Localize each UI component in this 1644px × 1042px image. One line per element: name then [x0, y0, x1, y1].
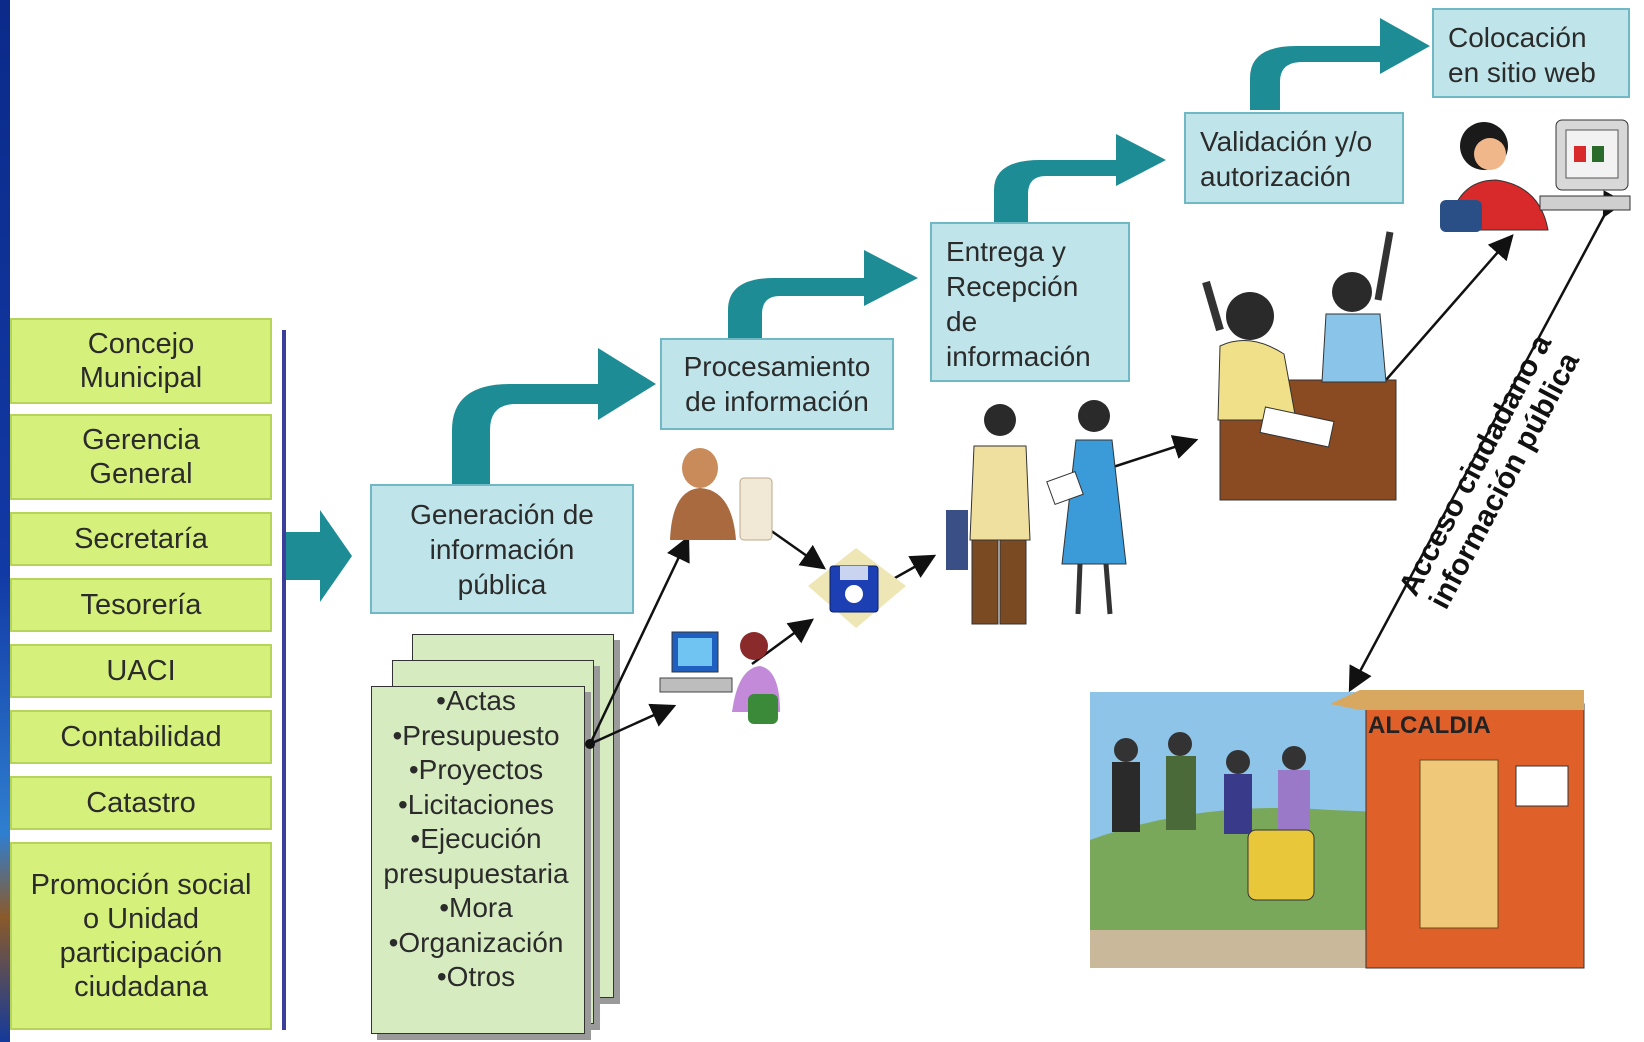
- town-hall-scene-icon: [1090, 690, 1585, 969]
- step-arrow-2: [728, 250, 918, 338]
- connector-lines: [588, 190, 1626, 746]
- dept-tesoreria: Tesorería: [10, 578, 272, 632]
- document-list: Actas Presupuesto Proyectos Licitaciones…: [371, 684, 581, 995]
- document-item: Organización: [371, 926, 581, 961]
- document-item: Proyectos: [371, 753, 581, 788]
- town-hall-sign: ALCALDIA: [1368, 712, 1491, 739]
- dept-catastro: Catastro: [10, 776, 272, 830]
- document-item: Licitaciones: [371, 788, 581, 823]
- dept-promocion-social: Promoción social o Unidad participación …: [10, 842, 272, 1030]
- document-item: Presupuesto: [371, 719, 581, 754]
- woman-at-computer-icon: [1440, 119, 1631, 232]
- step-generation: Generación de información pública: [370, 484, 634, 614]
- step-arrow-4: [1250, 18, 1430, 110]
- step-validation: Validación y/o autorización: [1184, 112, 1404, 204]
- document-item: Mora: [371, 891, 581, 926]
- dept-secretaria: Secretaría: [10, 512, 272, 566]
- step-arrow-1: [452, 348, 656, 484]
- computer-user-icon: [659, 631, 780, 724]
- dept-uaci: UACI: [10, 644, 272, 698]
- office-worker-icon: [670, 448, 773, 541]
- classroom-raising-hands-icon: [1202, 231, 1397, 501]
- floppy-disk-icon: [808, 548, 906, 628]
- step-delivery: Entrega y Recepción de información: [930, 222, 1130, 382]
- departments-to-generation-arrow: [286, 510, 352, 602]
- step-processing: Procesamiento de información: [660, 338, 894, 430]
- step-publishing: Colocación en sitio web: [1432, 8, 1630, 98]
- dept-gerencia-general: Gerencia General: [10, 414, 272, 500]
- people-exchanging-document-icon: [946, 400, 1127, 625]
- dept-contabilidad: Contabilidad: [10, 710, 272, 764]
- document-item: Otros: [371, 960, 581, 995]
- departments-divider: [282, 330, 286, 1030]
- document-item: Actas: [371, 684, 581, 719]
- step-arrow-3: [994, 134, 1166, 222]
- connector-origin-dot: [585, 739, 595, 749]
- left-edge-band: [0, 0, 10, 1042]
- document-item: Ejecución presupuestaria: [371, 822, 581, 891]
- dept-concejo-municipal: Concejo Municipal: [10, 318, 272, 404]
